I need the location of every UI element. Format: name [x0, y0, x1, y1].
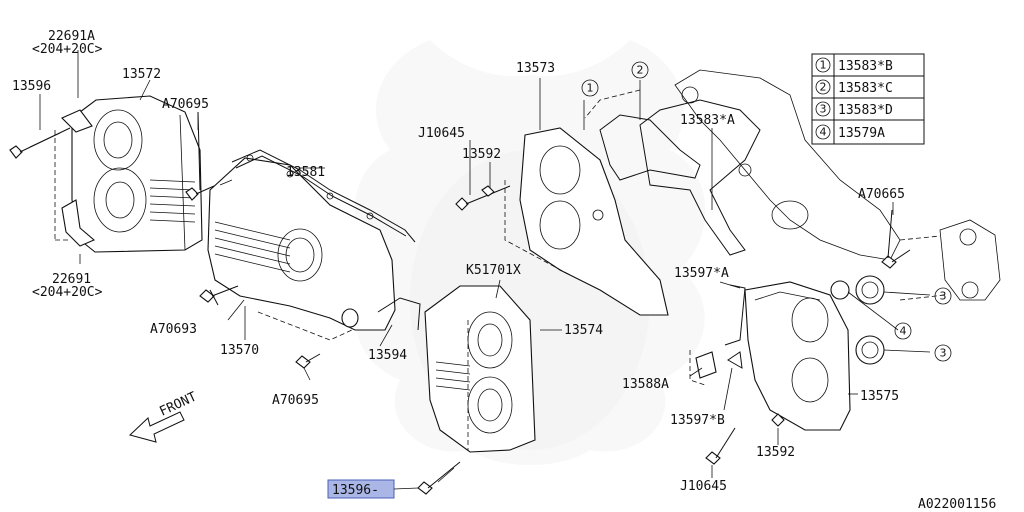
washer-13592-lower	[771, 413, 785, 427]
bolt-13596-center	[417, 461, 461, 495]
legend-part: 13583*B	[838, 59, 893, 74]
case-13570	[207, 157, 396, 331]
camshaft-right	[899, 219, 1001, 301]
leader-lines	[39, 50, 931, 478]
highlight-13596[interactable]: 13596-	[327, 479, 395, 499]
bolt-A70693	[199, 285, 239, 306]
label-22691A: 22691A	[48, 29, 95, 44]
callout-2: 2	[631, 61, 649, 79]
cover-13572	[71, 95, 203, 253]
bolt-A70665	[881, 209, 911, 269]
legend-part: 13583*C	[838, 81, 893, 96]
legend-row: 3 13583*D	[815, 101, 893, 118]
label-13597B: 13597*B	[670, 413, 725, 428]
legend-number: 1	[820, 59, 827, 72]
legend-row: 4 13579A	[815, 124, 885, 141]
seal-13581	[231, 149, 416, 243]
label-13588A: 13588A	[622, 377, 669, 392]
label-13597A: 13597*A	[674, 266, 729, 281]
label-13573: 13573	[516, 61, 555, 76]
callout-2-number: 2	[637, 64, 644, 77]
label-A70665: A70665	[858, 187, 905, 202]
gasket-13583-2	[639, 99, 761, 256]
legend-row: 1 13583*B	[815, 57, 893, 74]
label-13581: 13581	[286, 165, 325, 180]
legend-part: 13579A	[838, 126, 885, 141]
label-K51701X: K51701X	[466, 263, 521, 278]
plate-13588A	[689, 350, 717, 386]
washer-13592-upper	[481, 185, 495, 197]
bolt-A70695-lower	[295, 353, 321, 369]
label-13596-highlight: 13596-	[332, 483, 379, 498]
label-J10645-upper: J10645	[418, 126, 465, 141]
bracket-22691	[61, 199, 96, 247]
legend-row: 2 13583*C	[815, 79, 893, 96]
seal-13594	[377, 297, 421, 331]
cover-13574	[424, 285, 536, 453]
label-A70695-upper: A70695	[162, 97, 209, 112]
diagram-id: A022001156	[918, 497, 996, 512]
seal-13597B	[727, 351, 743, 369]
callout-3-upper: 3	[934, 287, 952, 305]
callout-4-number: 4	[900, 325, 907, 338]
label-13594: 13594	[368, 348, 407, 363]
seal-13583-3-lower	[855, 335, 885, 365]
label-13570: 13570	[220, 343, 259, 358]
seal-13583-3-upper	[855, 275, 885, 305]
front-arrow: FRONT	[129, 389, 199, 443]
label-13572: 13572	[122, 67, 161, 82]
bolt-J10645-lower	[705, 427, 736, 465]
gasket-13583-1	[599, 114, 701, 181]
label-13575: 13575	[860, 389, 899, 404]
bolt-13596-left	[9, 127, 71, 159]
callout-3-upper-number: 3	[940, 290, 947, 303]
label-A70695-lower: A70695	[272, 393, 319, 408]
legend-number: 3	[820, 103, 827, 116]
callout-3-lower-number: 3	[940, 347, 947, 360]
callout-3-lower: 3	[934, 344, 952, 362]
label-13592-upper: 13592	[462, 147, 501, 162]
label-13592-lower: 13592	[756, 445, 795, 460]
label-22691-sub: <204+20C>	[32, 285, 103, 300]
highlight-leader	[393, 487, 419, 490]
cover-13575	[744, 281, 851, 431]
cover-13573	[504, 127, 669, 316]
label-13574: 13574	[564, 323, 603, 338]
label-13596-left: 13596	[12, 79, 51, 94]
callout-1: 1	[581, 79, 599, 97]
callout-1-number: 1	[587, 82, 594, 95]
front-label: FRONT	[157, 389, 199, 419]
label-22691A-sub: <204+20C>	[32, 42, 103, 57]
seal-13579A	[830, 280, 850, 300]
label-22691: 22691	[52, 272, 91, 287]
legend-number: 4	[820, 126, 827, 139]
bracket-22691A	[54, 109, 93, 241]
label-A70693: A70693	[150, 322, 197, 337]
callout-4: 4	[894, 322, 912, 340]
legend-table: 1 13583*B 2 13583*C 3 13583*D 4 13579A	[811, 53, 925, 145]
label-13583A: 13583*A	[680, 113, 735, 128]
legend-number: 2	[820, 81, 827, 94]
label-J10645-lower: J10645	[680, 479, 727, 494]
legend-part: 13583*D	[838, 103, 893, 118]
guide-dash-1	[257, 311, 353, 341]
seal-13597A	[724, 284, 746, 346]
